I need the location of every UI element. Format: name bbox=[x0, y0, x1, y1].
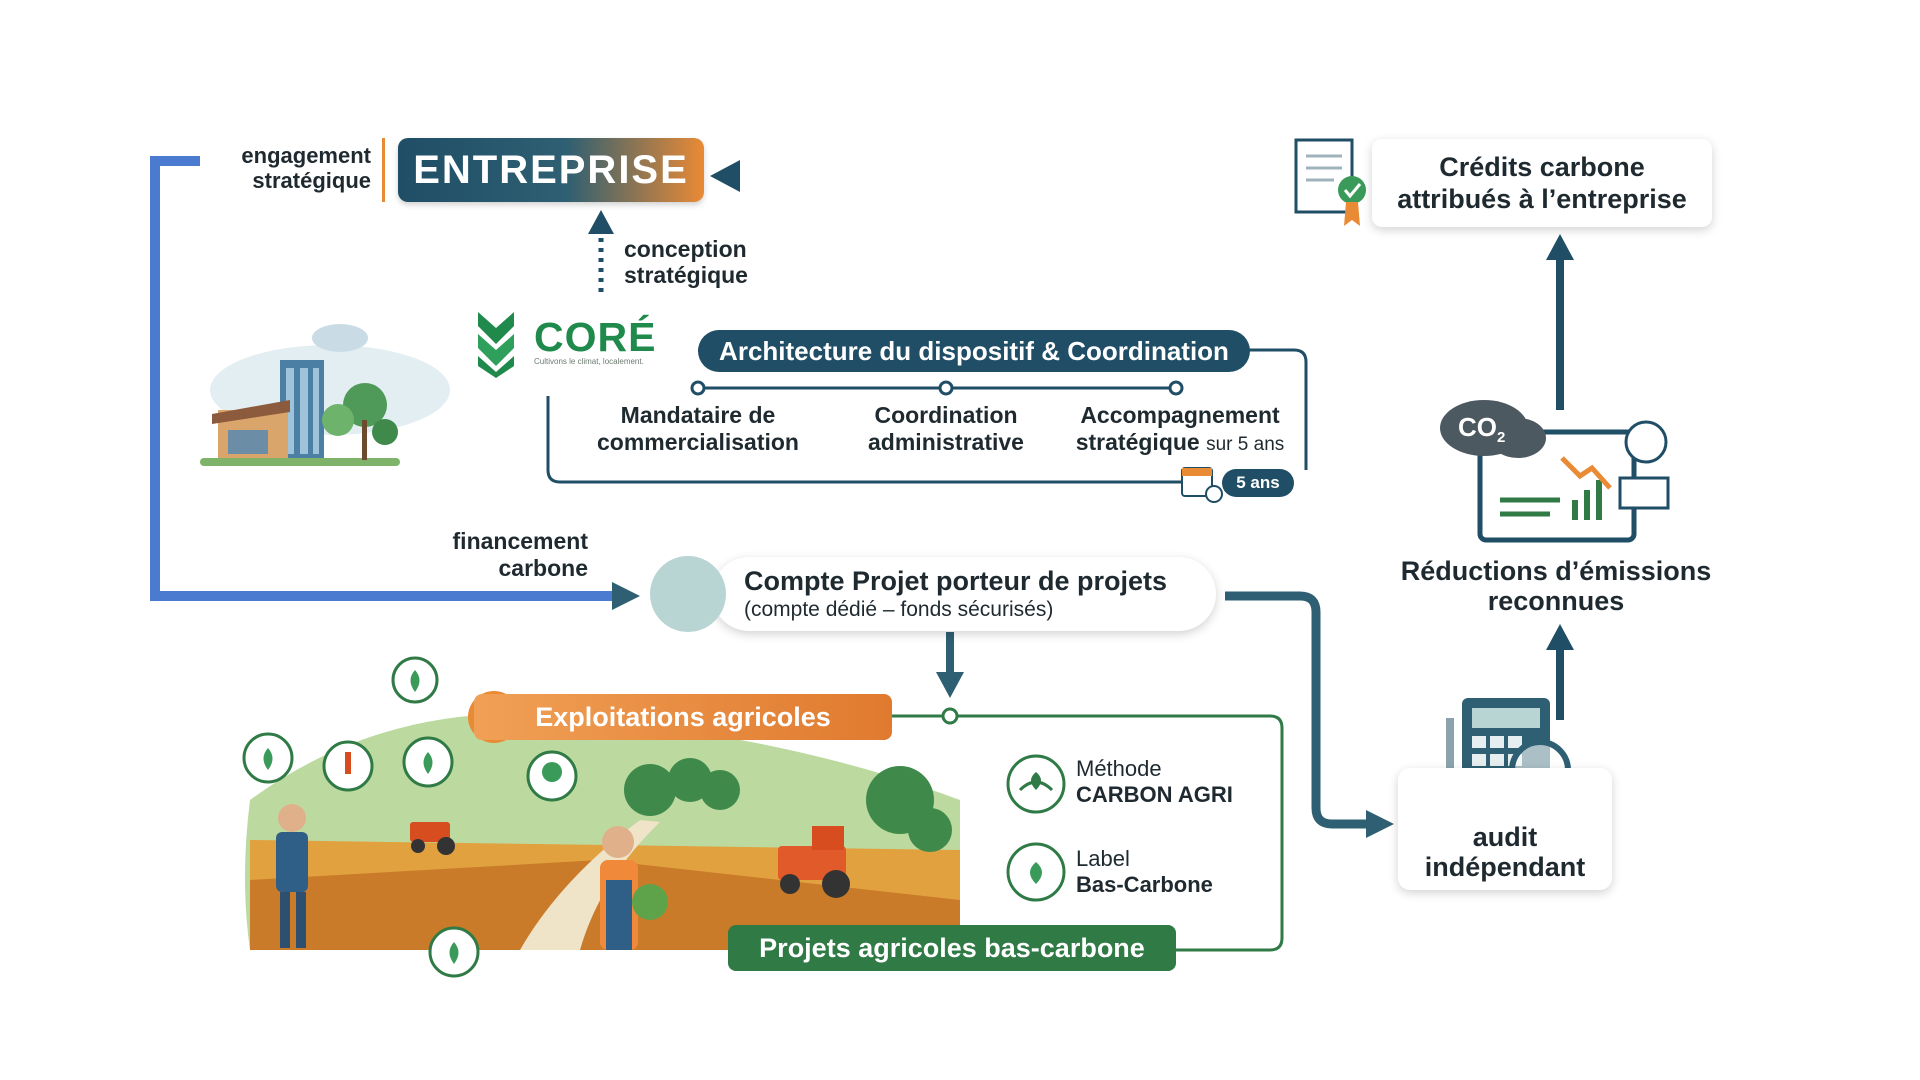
company-building-illustration bbox=[200, 324, 450, 466]
audit-to-reductions-arrow bbox=[1546, 624, 1574, 720]
reductions-line2: reconnues bbox=[1487, 586, 1625, 616]
core-tagline: Cultivons le climat, localement. bbox=[534, 357, 644, 366]
financement-line bbox=[150, 156, 640, 610]
credits-line2: attribués à l’entreprise bbox=[1397, 184, 1687, 214]
label-bas-carbone-icon bbox=[1006, 842, 1066, 902]
compte-projet-box bbox=[712, 557, 1216, 631]
architecture-frame bbox=[546, 348, 1308, 484]
compte-to-audit-arrow bbox=[1225, 591, 1394, 838]
bank-icon-circle bbox=[650, 556, 726, 632]
co2-subscript: 2 bbox=[1497, 429, 1506, 447]
reductions-to-credits-arrow bbox=[1546, 234, 1574, 410]
mandataire-line2: commercialisation bbox=[597, 429, 799, 455]
coordination-item: Coordination administrative bbox=[840, 402, 1052, 456]
entreprise-box: ENTREPRISE bbox=[398, 138, 704, 202]
timeline-dots bbox=[690, 380, 1184, 396]
exploitations-frame bbox=[892, 707, 1284, 952]
conception-line2: stratégique bbox=[624, 262, 748, 288]
label-line1: Label bbox=[1076, 846, 1130, 871]
compte-projet-title: Compte Projet porteur de projets bbox=[744, 566, 1168, 596]
credits-to-entreprise-arrow bbox=[710, 160, 1300, 192]
calendar-icon bbox=[1181, 467, 1223, 503]
accompagnement-line1: Accompagnement bbox=[1080, 402, 1280, 428]
financement-line2: carbone bbox=[498, 555, 588, 581]
accompagnement-line2: stratégique bbox=[1075, 429, 1200, 455]
engagement-separator bbox=[382, 138, 385, 202]
audit-line2: indépendant bbox=[1424, 852, 1586, 882]
conception-strategique-label: conception stratégique bbox=[624, 236, 748, 288]
mandataire-line1: Mandataire de bbox=[620, 402, 776, 428]
engagement-line1: engagement bbox=[241, 143, 371, 168]
financement-line1: financement bbox=[452, 528, 588, 554]
core-logo-icon bbox=[478, 312, 514, 378]
core-logo-text: CORÉ bbox=[534, 314, 657, 360]
projets-agricoles-bas-carbone: Projets agricoles bas-carbone bbox=[728, 925, 1176, 971]
credits-line1: Crédits carbone bbox=[1439, 152, 1645, 182]
reductions-emissions-label: Réductions d’émissions reconnues bbox=[1376, 556, 1736, 616]
audit-box bbox=[1398, 768, 1612, 890]
engagement-strategique-label: engagement stratégique bbox=[205, 143, 371, 193]
label-line2: Bas-Carbone bbox=[1076, 872, 1213, 897]
engagement-line2: stratégique bbox=[252, 168, 371, 193]
carbon-agri-icon bbox=[1006, 754, 1066, 814]
exploitations-agricoles-title: Exploitations agricoles bbox=[474, 694, 892, 740]
methode-carbon-agri: Méthode CARBON AGRI bbox=[1076, 756, 1233, 808]
methode-line1: Méthode bbox=[1076, 756, 1162, 781]
duration-badge: 5 ans bbox=[1222, 469, 1294, 497]
co2-text: CO bbox=[1458, 412, 1497, 442]
compte-to-exploitations-arrow bbox=[936, 632, 964, 698]
methode-line2: CARBON AGRI bbox=[1076, 782, 1233, 807]
accompagnement-suffix: sur 5 ans bbox=[1206, 434, 1285, 455]
conception-arrow bbox=[588, 210, 614, 292]
accompagnement-item: Accompagnement stratégique sur 5 ans bbox=[1060, 402, 1300, 458]
mandataire-item: Mandataire de commercialisation bbox=[578, 402, 818, 456]
emissions-dashboard-illustration bbox=[1440, 400, 1670, 543]
architecture-title: Architecture du dispositif & Coordinatio… bbox=[698, 330, 1250, 372]
reductions-line1: Réductions d’émissions bbox=[1400, 556, 1712, 586]
conception-line1: conception bbox=[624, 236, 747, 262]
audit-line1: audit bbox=[1472, 822, 1538, 852]
label-bas-carbone: Label Bas-Carbone bbox=[1076, 846, 1213, 898]
audit-label: audit indépendant bbox=[1398, 822, 1612, 882]
certificate-icon bbox=[1294, 138, 1366, 226]
coordination-line2: administrative bbox=[868, 429, 1024, 455]
co2-label: CO2 bbox=[1458, 412, 1505, 446]
credits-carbone-box: Crédits carbone attribués à l’entreprise bbox=[1372, 139, 1712, 227]
financement-carbone-label: financement carbone bbox=[408, 528, 588, 582]
coordination-line1: Coordination bbox=[874, 402, 1018, 428]
compte-projet-subtitle: (compte dédié – fonds sécurisés) bbox=[744, 598, 1054, 621]
